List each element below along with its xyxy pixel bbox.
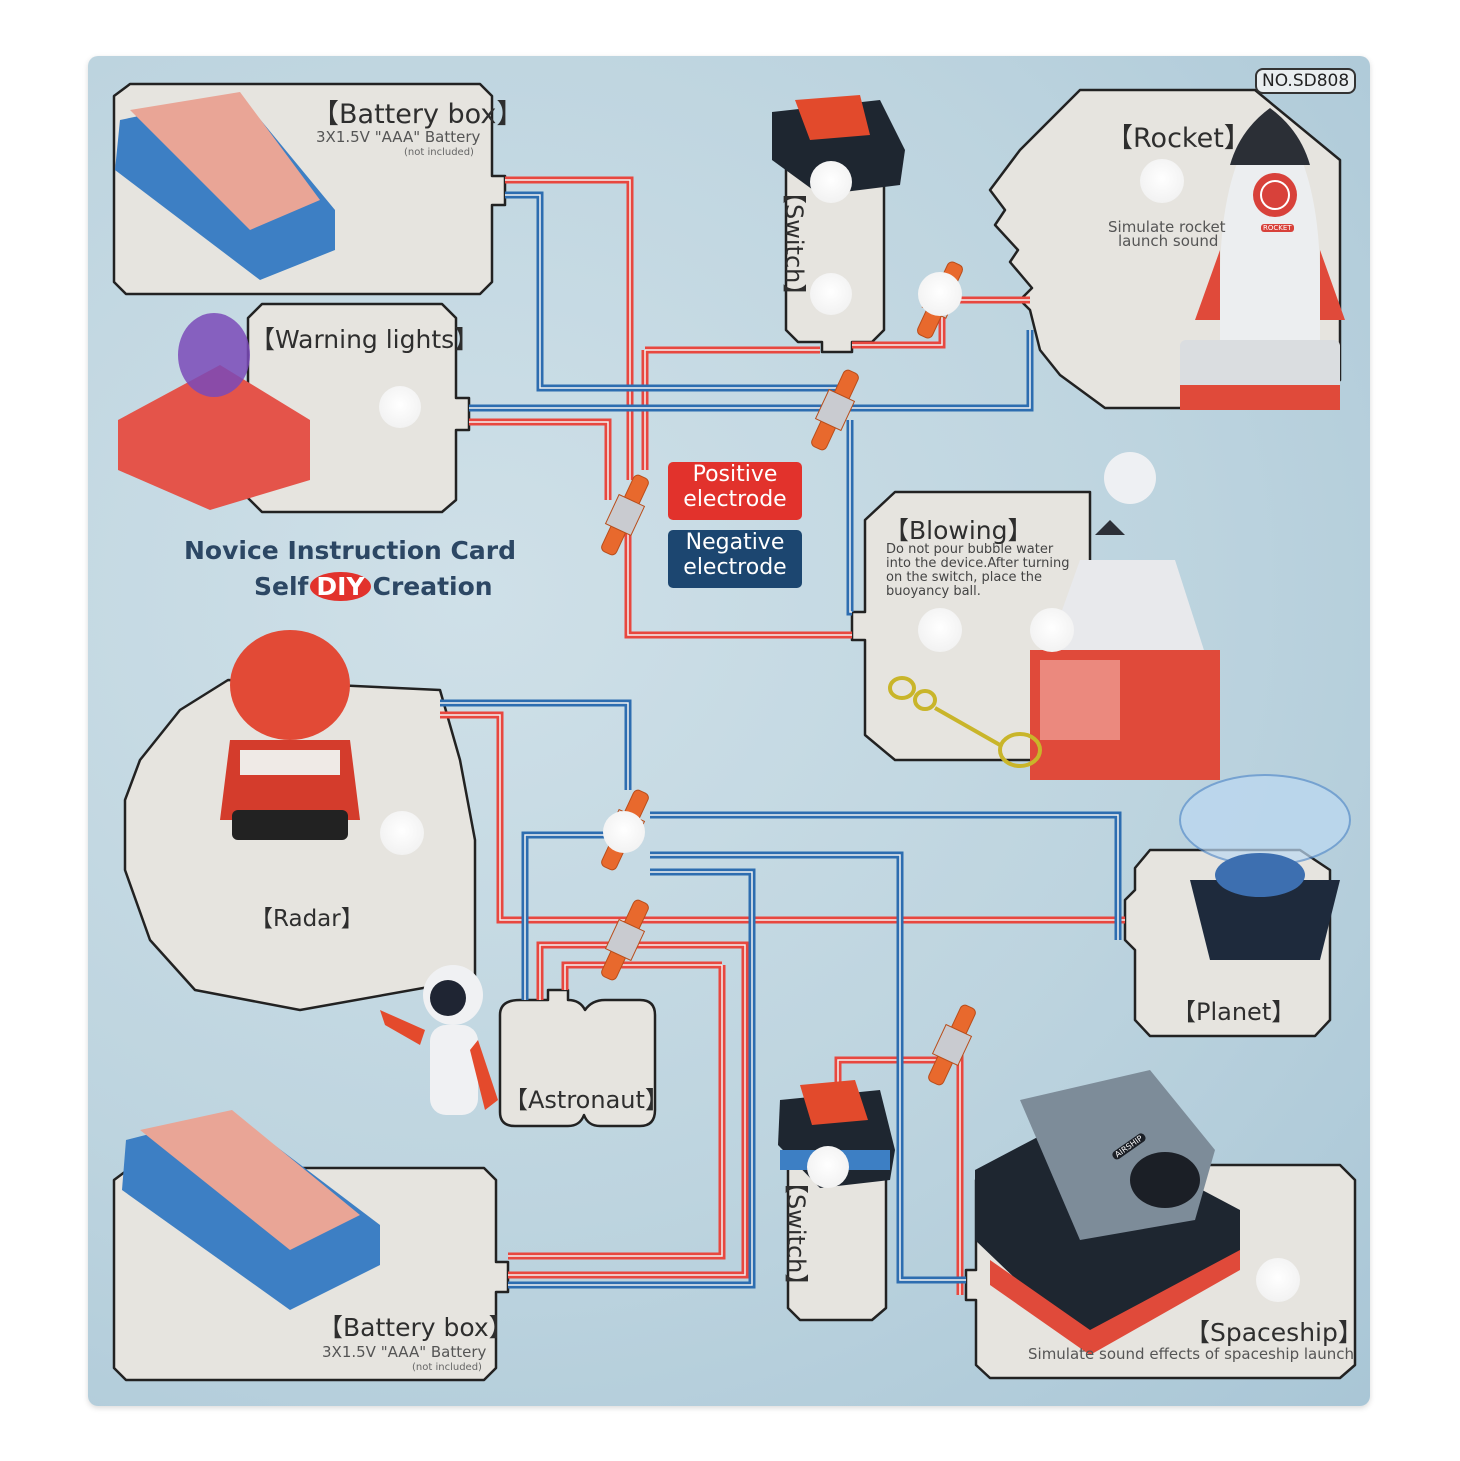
battery-top-title: 【Battery box】 — [312, 99, 524, 130]
positive-legend-line2: electrode — [683, 487, 787, 512]
model-number: NO.SD808 — [1255, 68, 1357, 94]
astronaut-panel — [498, 988, 657, 1128]
terminal-hole[interactable] — [807, 1146, 849, 1188]
terminal-hole[interactable] — [379, 386, 421, 428]
blowing-title: 【Blowing】 — [884, 516, 1033, 545]
positive-electrode-legend: Positive electrode — [668, 462, 802, 520]
rocket-title: 【Rocket】 — [1106, 123, 1251, 154]
wire-highlight — [849, 420, 852, 613]
negative-legend-line1: Negative — [685, 530, 785, 555]
blowing-desc-line3: on the switch, place the — [886, 570, 1042, 585]
wire-highlight — [524, 834, 628, 1000]
negative-electrode-legend: Negative electrode — [668, 530, 802, 588]
wire-highlight — [564, 964, 722, 990]
spaceship-title: 【Spaceship】 — [1185, 1318, 1363, 1347]
blowing-desc-line2: into the device.After turning — [886, 556, 1070, 571]
astronaut-illustration — [380, 965, 498, 1115]
battery-box-bottom-illustration — [122, 1110, 380, 1310]
rocket-badge: ROCKET — [1261, 224, 1294, 232]
switch-top-title: 【Switch】 — [780, 180, 808, 308]
spring-connector[interactable] — [922, 1001, 983, 1089]
spring-connector[interactable] — [595, 471, 656, 559]
astronaut-title: 【Astronaut】 — [504, 1086, 669, 1114]
rocket-desc-line2: launch sound — [1118, 232, 1219, 250]
subheading-prefix: Self — [254, 572, 309, 601]
warning-lights-title: 【Warning lights】 — [250, 325, 480, 354]
blowing-desc-line4: buoyancy ball. — [886, 584, 981, 599]
blowing-desc: Do not pour bubble water into the device… — [886, 543, 1069, 599]
radar-panel — [123, 678, 477, 1012]
terminal-hole[interactable] — [1256, 1258, 1300, 1302]
wire-highlight — [508, 944, 746, 1276]
negative-legend-line2: electrode — [683, 555, 787, 580]
terminal-hole[interactable] — [918, 272, 962, 316]
wire-highlight — [508, 871, 753, 1286]
card-heading: Novice Instruction Card — [184, 536, 516, 565]
terminal-hole[interactable] — [1140, 159, 1184, 203]
wire-highlight — [505, 194, 850, 389]
planet-title: 【Planet】 — [1172, 998, 1296, 1026]
battery-bottom-spec: 3X1.5V "AAA" Battery — [322, 1343, 487, 1361]
positive-legend-line1: Positive — [692, 462, 778, 487]
radar-illustration — [220, 630, 360, 840]
spring-connector[interactable] — [595, 896, 656, 984]
wire-highlight — [505, 179, 631, 480]
planet-illustration — [1179, 774, 1351, 960]
terminal-hole[interactable] — [810, 161, 852, 203]
punch-holes — [379, 159, 1300, 1302]
wire-highlight — [508, 965, 723, 1257]
warning-light-illustration — [118, 313, 310, 510]
terminal-hole[interactable] — [918, 608, 962, 652]
battery-bottom-title: 【Battery box】 — [318, 1313, 514, 1342]
battery-top-spec: 3X1.5V "AAA" Battery — [316, 128, 481, 146]
rocket-desc-line1: Simulate rocket — [1108, 218, 1226, 236]
radar-title: 【Radar】 — [250, 906, 364, 932]
negative-wires — [440, 191, 1122, 1289]
wire-highlight — [650, 814, 1119, 940]
blowing-desc-line1: Do not pour bubble water — [886, 542, 1054, 557]
terminal-hole[interactable] — [380, 811, 424, 855]
wire-highlight — [469, 330, 1031, 409]
battery-box-top-illustration — [115, 92, 335, 280]
subheading-suffix: Creation — [372, 572, 493, 601]
switch-top-illustration — [772, 95, 905, 195]
spring-connector[interactable] — [805, 366, 866, 454]
diy-badge: DIY — [310, 572, 371, 601]
wire-highlight — [440, 714, 1125, 921]
spaceship-desc: Simulate sound effects of spaceship laun… — [1028, 1345, 1354, 1363]
terminal-hole[interactable] — [810, 273, 852, 315]
wire-highlight — [627, 530, 852, 636]
battery-top-note: (not included) — [404, 147, 474, 158]
wire-highlight — [469, 421, 609, 500]
wire-highlight — [650, 854, 966, 1281]
switch-bottom-title: 【Switch】 — [782, 1170, 810, 1298]
terminal-hole[interactable] — [603, 811, 645, 853]
blowing-device-illustration — [888, 452, 1220, 780]
wire-highlight — [440, 702, 629, 790]
battery-bottom-note: (not included) — [412, 1362, 482, 1373]
terminal-hole[interactable] — [1030, 608, 1074, 652]
